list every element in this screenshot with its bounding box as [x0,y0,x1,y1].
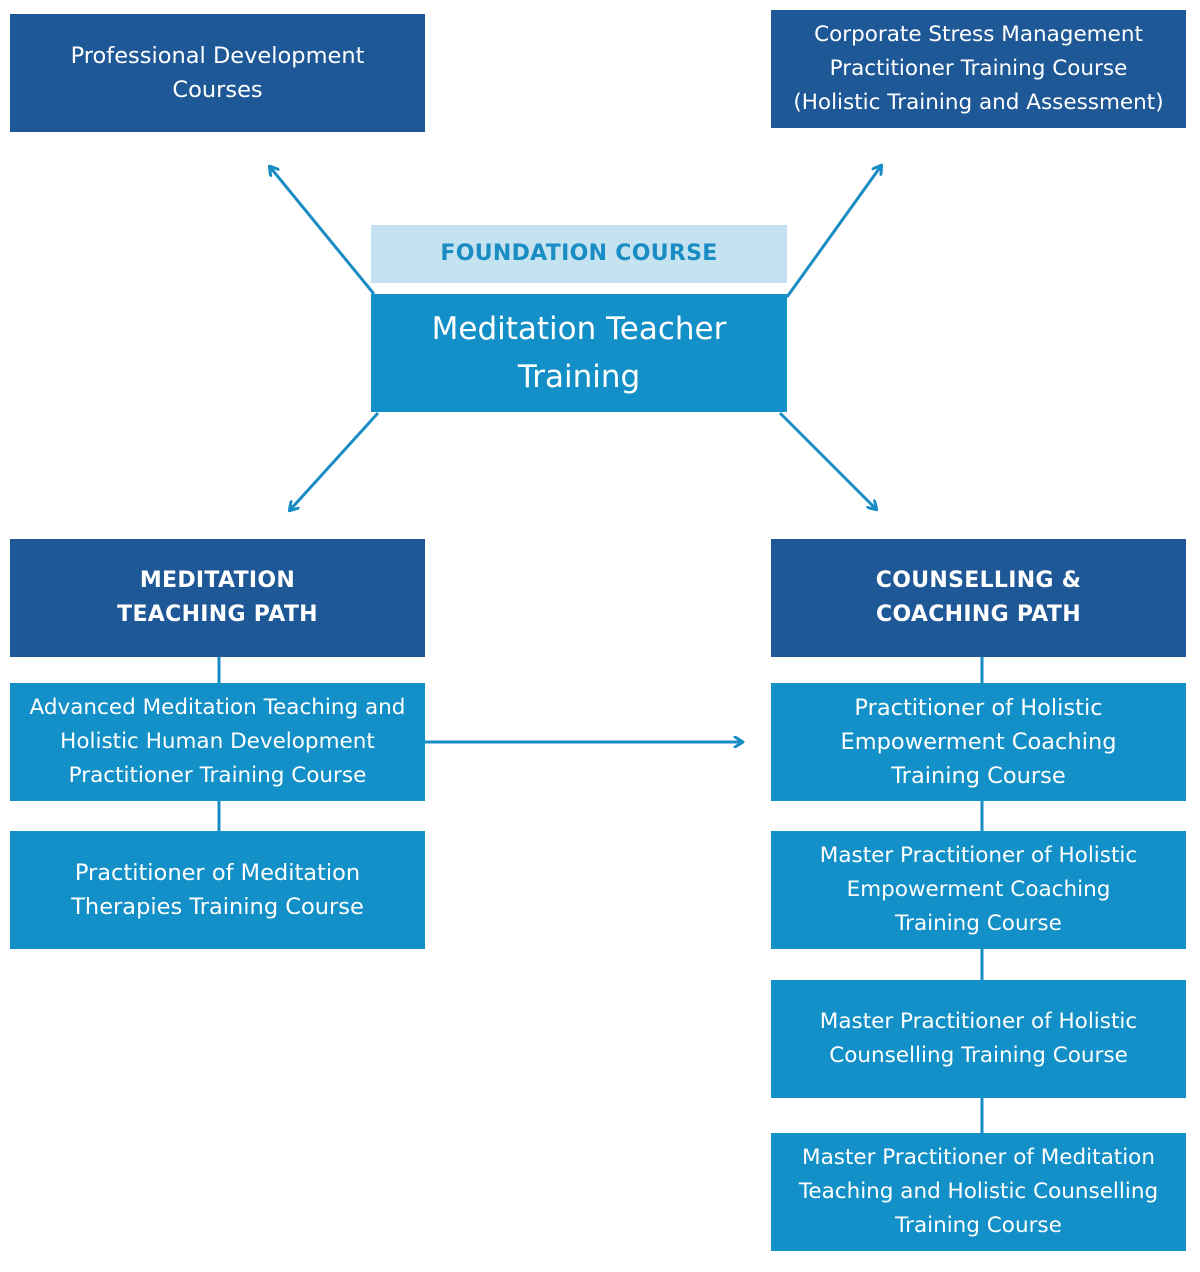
counselling-course-box: Practitioner of Holistic Empowerment Coa… [771,683,1186,801]
professional-development-box: Professional Development Courses [10,14,425,132]
meditation-course-label: Advanced Meditation Teaching and Holisti… [29,695,406,788]
counselling-path-title: COUNSELLING & COACHING PATH [875,568,1082,627]
foundation-course-label: Meditation Teacher Training [431,311,727,395]
counselling-course-label: Master Practitioner of Meditation Teachi… [798,1145,1159,1238]
arrow-to-meditation-path [290,411,380,510]
meditation-course-box: Practitioner of Meditation Therapies Tra… [10,831,425,949]
foundation-header-box: FOUNDATION COURSE [371,225,787,283]
meditation-path-title: MEDITATION TEACHING PATH [117,568,318,627]
counselling-course-box: Master Practitioner of Holistic Counsell… [771,980,1186,1098]
meditation-course-label: Practitioner of Meditation Therapies Tra… [71,860,364,920]
counselling-course-label: Practitioner of Holistic Empowerment Coa… [840,695,1117,789]
meditation-path-title-box: MEDITATION TEACHING PATH [10,539,425,657]
corporate-stress-box: Corporate Stress Management Practitioner… [771,10,1186,128]
counselling-path-title-box: COUNSELLING & COACHING PATH [771,539,1186,657]
counselling-course-box: Master Practitioner of Meditation Teachi… [771,1133,1186,1251]
arrow-to-counselling-path [778,411,876,509]
professional-development-label: Professional Development Courses [70,43,365,103]
meditation-course-box: Advanced Meditation Teaching and Holisti… [10,683,425,801]
arrow-to-professional-development [270,167,376,295]
foundation-course-box: Meditation Teacher Training [371,294,787,412]
counselling-course-box: Master Practitioner of Holistic Empowerm… [771,831,1186,949]
counselling-course-label: Master Practitioner of Holistic Counsell… [819,1009,1138,1068]
arrow-to-corporate-stress [785,166,881,298]
corporate-stress-label: Corporate Stress Management Practitioner… [793,22,1164,115]
foundation-header-label: FOUNDATION COURSE [440,241,718,266]
counselling-course-label: Master Practitioner of Holistic Empowerm… [819,843,1138,936]
